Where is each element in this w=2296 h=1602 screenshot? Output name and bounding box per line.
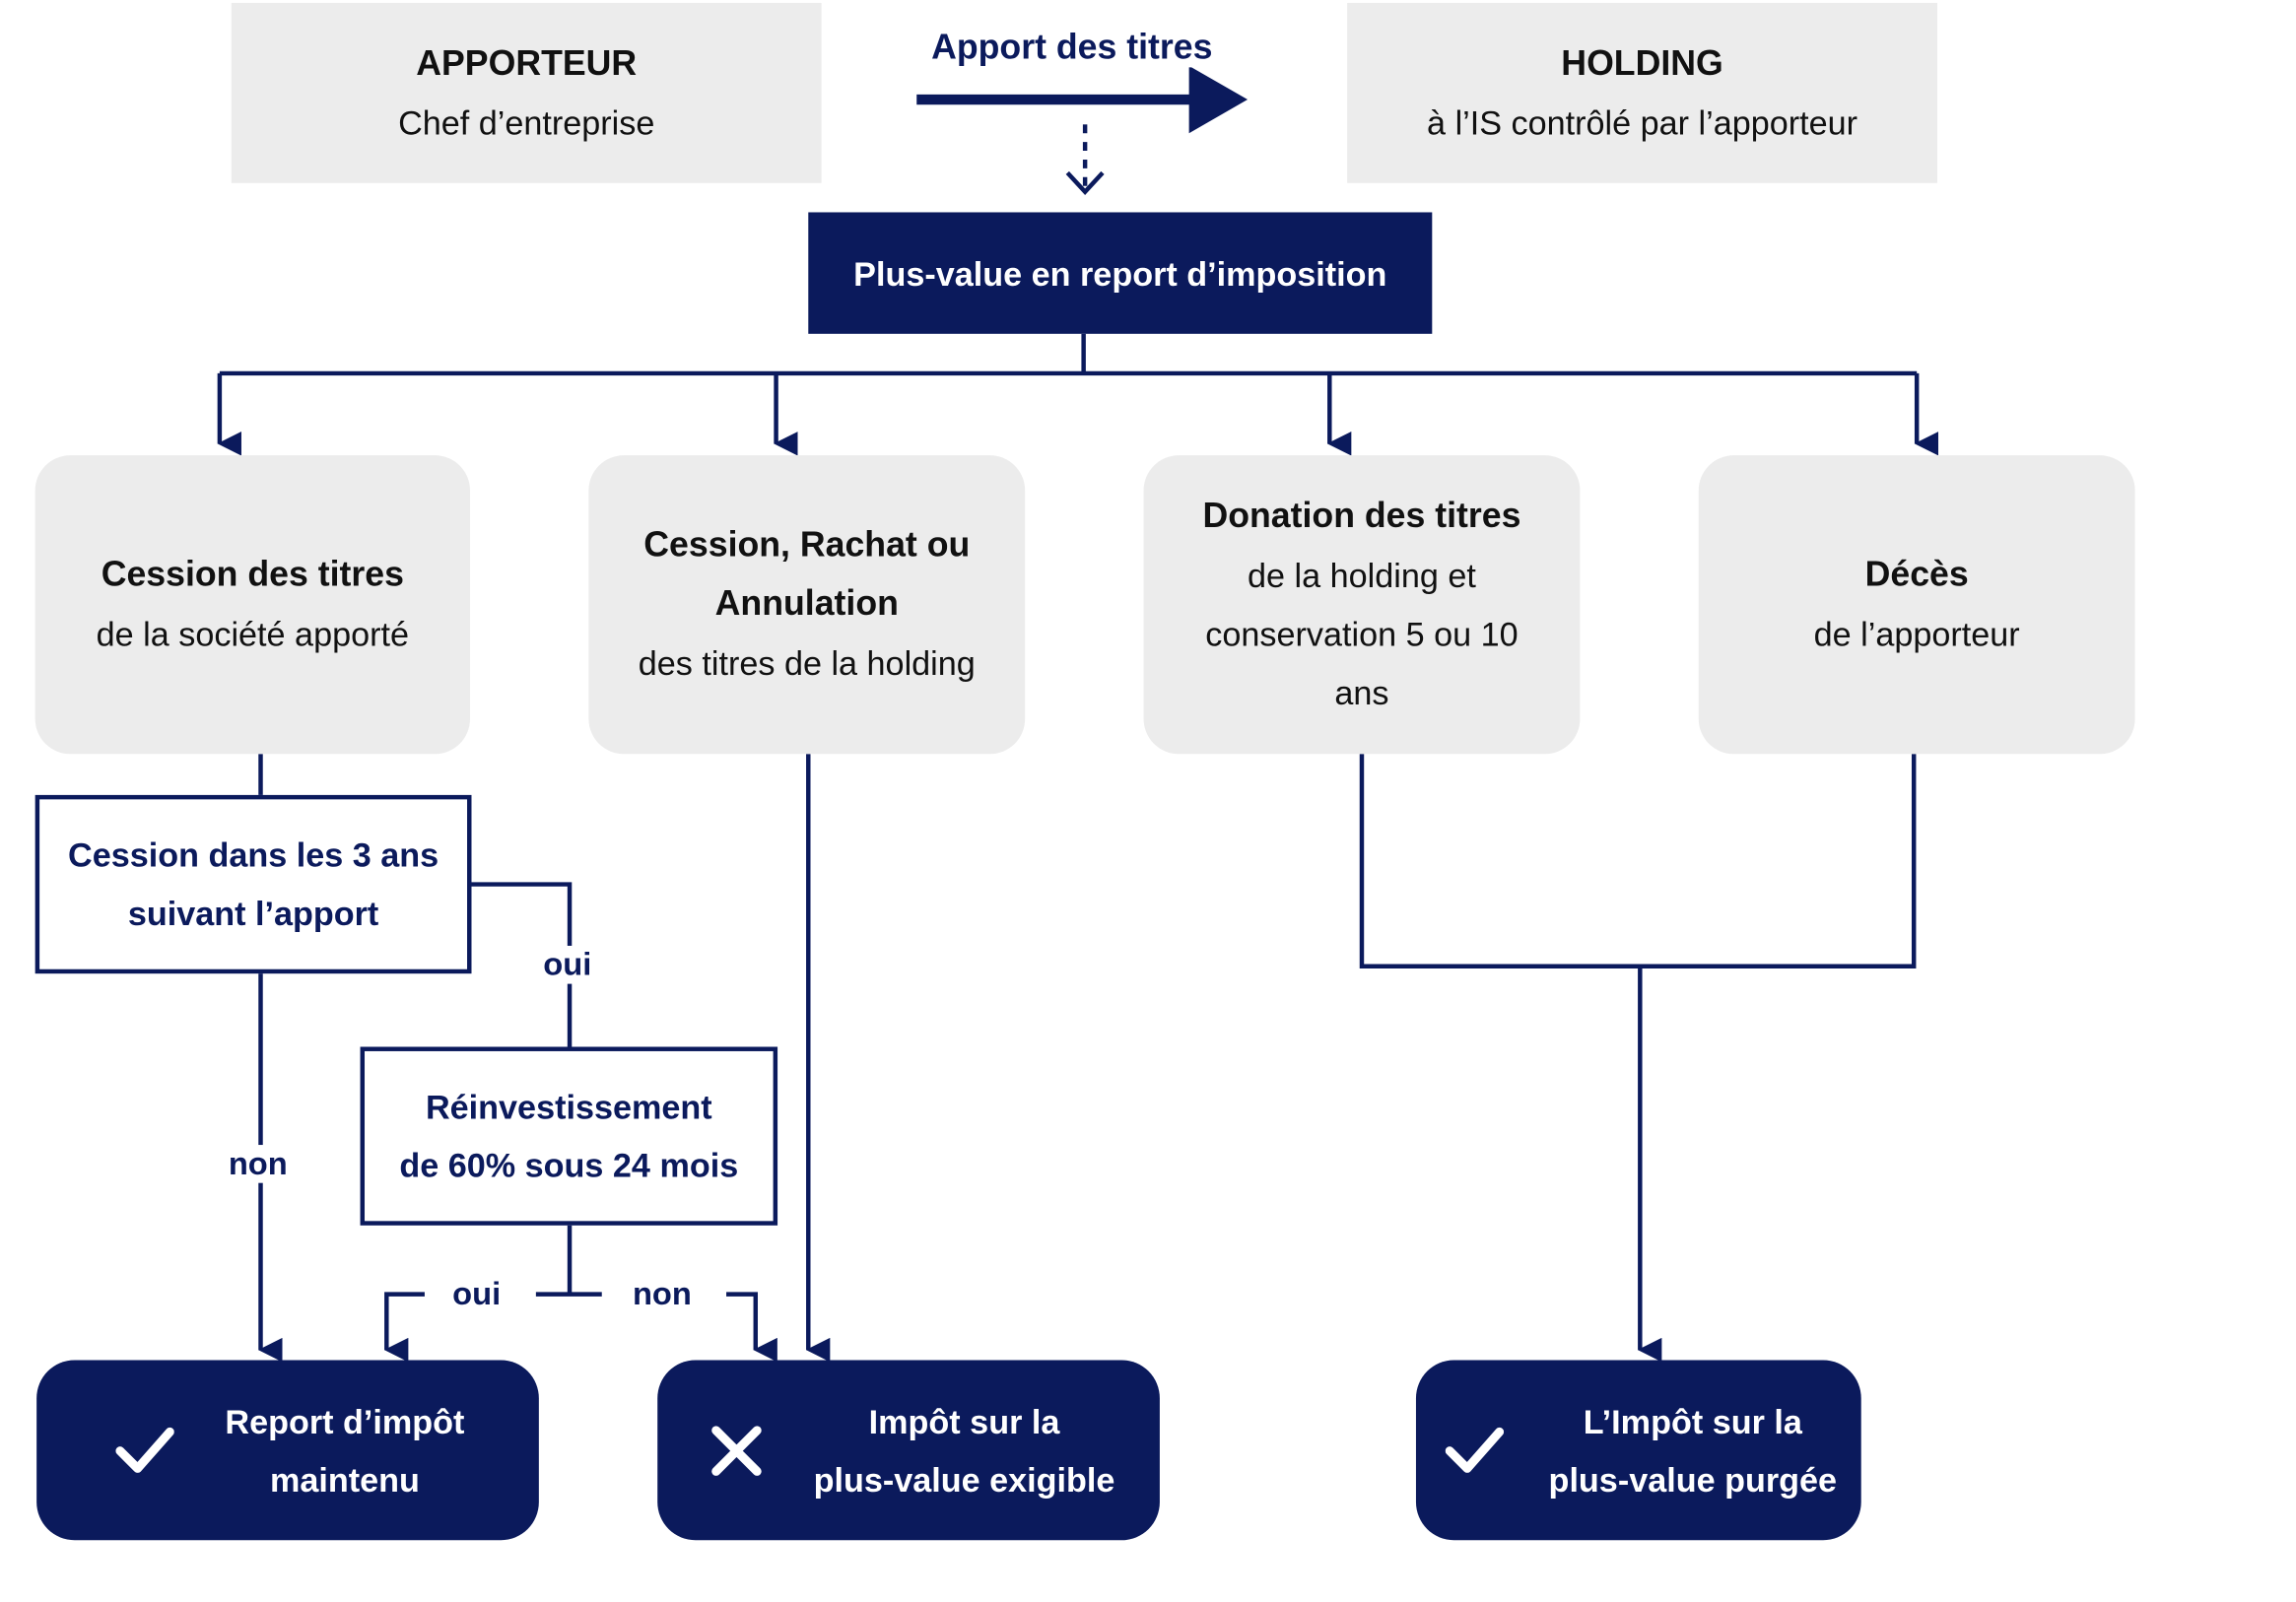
case-donation-title: Donation des titres (1202, 496, 1521, 536)
result-purged: L’Impôt sur la plus-value purgée (1415, 1360, 1861, 1541)
case-deces-title: Décès (1864, 555, 1969, 595)
result-due-line-2: plus-value exigible (813, 1460, 1115, 1499)
result-maintained: Report d’impôt maintenu (36, 1360, 539, 1541)
report-box: Plus-value en report d’imposition (808, 212, 1433, 334)
decision-reinvest-line-1: Réinvestissement (425, 1088, 712, 1126)
branch-label-non-1: non (219, 1145, 297, 1183)
decision-three-years-line-1: Cession dans les 3 ans (68, 835, 439, 875)
result-maintained-line-2: maintenu (269, 1460, 420, 1499)
result-purged-line-2: plus-value purgée (1548, 1460, 1838, 1499)
dashed-arrow-head (1065, 170, 1105, 195)
holding-title: HOLDING (1561, 42, 1723, 83)
case-cession-societe-subtitle: de la société apporté (96, 615, 409, 653)
check-icon (1441, 1426, 1508, 1476)
case-cession-holding: Cession, Rachat ou Annulation des titres… (588, 455, 1026, 755)
result-due-line-1: Impôt sur la (868, 1401, 1060, 1440)
apporteur-title: APPORTEUR (416, 42, 638, 83)
oui-path-2 (383, 1292, 425, 1363)
non-path-2 (726, 1292, 777, 1363)
apporteur-subtitle: Chef d’entreprise (398, 102, 655, 142)
case-cession-societe-title: Cession des titres (101, 555, 404, 595)
branch-label-oui-2: oui (443, 1275, 510, 1313)
case-donation-line-2: conservation 5 ou 10 (1205, 615, 1519, 653)
case-cession-societe: Cession des titres de la société apporté (34, 455, 471, 755)
case-cession-holding-subtitle: des titres de la holding (638, 643, 976, 683)
case-cession-holding-title-2: Annulation (714, 583, 899, 625)
merge-path (1359, 754, 1917, 968)
branch-label-oui-1: oui (534, 945, 601, 984)
transfer-arrow-head (1188, 65, 1249, 134)
result-due: Impôt sur la plus-value exigible (657, 1360, 1160, 1541)
oui-path-1 (468, 882, 573, 1048)
result-maintained-line-1: Report d’impôt (225, 1401, 465, 1440)
result-purged-line-1: L’Impôt sur la (1583, 1401, 1802, 1440)
decision-three-years-line-2: suivant l’apport (127, 894, 379, 933)
cross-icon (703, 1424, 770, 1476)
branch-label-non-2: non (624, 1275, 701, 1313)
report-label: Plus-value en report d’imposition (853, 253, 1387, 293)
decision-reinvest: Réinvestissement de 60% sous 24 mois (360, 1046, 778, 1226)
case-donation-line-1: de la holding et (1248, 556, 1476, 595)
case-deces: Décès de l’apporteur (1698, 455, 2135, 755)
apporteur-box: APPORTEUR Chef d’entreprise (231, 2, 822, 183)
case-donation: Donation des titres de la holding et con… (1143, 455, 1581, 755)
holding-subtitle: à l’IS contrôlé par l’apporteur (1427, 102, 1858, 142)
case-donation-line-3: ans (1334, 673, 1389, 712)
check-icon (111, 1426, 178, 1476)
case-cession-holding-title-1: Cession, Rachat ou (643, 525, 971, 566)
holding-box: HOLDING à l’IS contrôlé par l’apporteur (1347, 2, 1937, 183)
decision-three-years: Cession dans les 3 ans suivant l’apport (34, 794, 472, 974)
case-deces-subtitle: de l’apporteur (1813, 615, 2020, 653)
decision-reinvest-line-2: de 60% sous 24 mois (399, 1146, 739, 1185)
transfer-label: Apport des titres (931, 28, 1213, 68)
